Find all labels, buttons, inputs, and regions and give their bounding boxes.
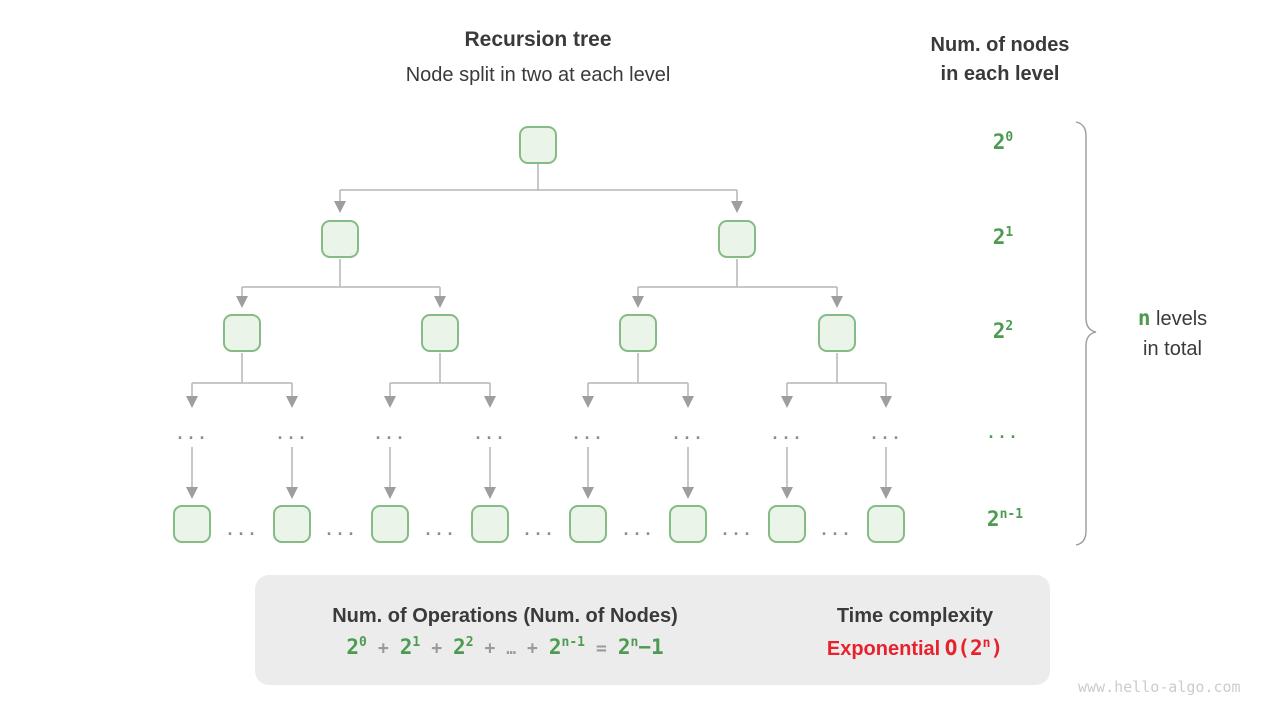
plus-operator: + [431,638,443,659]
level-count-label: 20 [992,130,1014,154]
tree-node [223,314,261,352]
level-count-label: 2n-1 [986,507,1024,531]
tree-node [619,314,657,352]
tree-ellipsis: ... [522,521,556,539]
tree-node [471,505,509,543]
diagram-subtitle: Node split in two at each level [405,64,671,86]
tree-node [768,505,806,543]
level-count-label: 21 [992,225,1014,249]
tree-node [371,505,409,543]
tree-ellipsis: ... [720,521,754,539]
tree-node [818,314,856,352]
tree-node [321,220,359,258]
big-o-notation: O(2n) [944,636,1004,660]
complexity-word: Exponential [826,638,941,660]
tree-node [273,505,311,543]
diagram-title: Recursion tree [464,28,612,51]
plus-operator: + [527,638,538,659]
right-panel-heading-line1: Num. of nodes [930,34,1070,56]
n-symbol: n [1137,306,1151,330]
tree-node [173,505,211,543]
tree-node [519,126,557,164]
level-count-ellipsis: ... [986,424,1020,442]
plus-operator: + [484,638,496,659]
tree-ellipsis: ... [621,521,655,539]
tree-ellipsis: ... [473,425,507,443]
tree-ellipsis: ... [770,425,804,443]
tree-ellipsis: ... [324,521,358,539]
equals-operator: = [595,638,607,659]
formula-ellipsis: … [506,639,516,658]
right-panel-heading-line2: in each level [940,63,1060,85]
level-count-label: 22 [992,319,1014,343]
tree-node [569,505,607,543]
tree-ellipsis: ... [819,521,853,539]
tree-ellipsis: ... [671,425,705,443]
operations-title: Num. of Operations (Num. of Nodes) [332,605,678,627]
time-complexity-title: Time complexity [836,605,994,627]
tree-node [867,505,905,543]
tree-ellipsis: ... [225,521,259,539]
tree-node [421,314,459,352]
levels-total-label: n levels in total [1137,306,1208,360]
tree-ellipsis: ... [571,425,605,443]
time-complexity-value: Exponential O(2n) [780,636,1050,661]
summary-box: Num. of Operations (Num. of Nodes) 20 + … [255,575,1050,685]
watermark: www.hello-algo.com [1078,678,1241,696]
right-panel-heading: Num. of nodes in each level [880,31,1120,89]
tree-node [718,220,756,258]
tree-ellipsis: ... [423,521,457,539]
tree-ellipsis: ... [869,425,903,443]
plus-operator: + [377,638,389,659]
operations-formula: 20 + 21 + 22 + … + 2n-1 = 2n−1 [346,635,664,659]
tree-ellipsis: ... [373,425,407,443]
tree-node [669,505,707,543]
tree-ellipsis: ... [275,425,309,443]
brace-icon [1075,121,1097,546]
tree-ellipsis: ... [175,425,209,443]
